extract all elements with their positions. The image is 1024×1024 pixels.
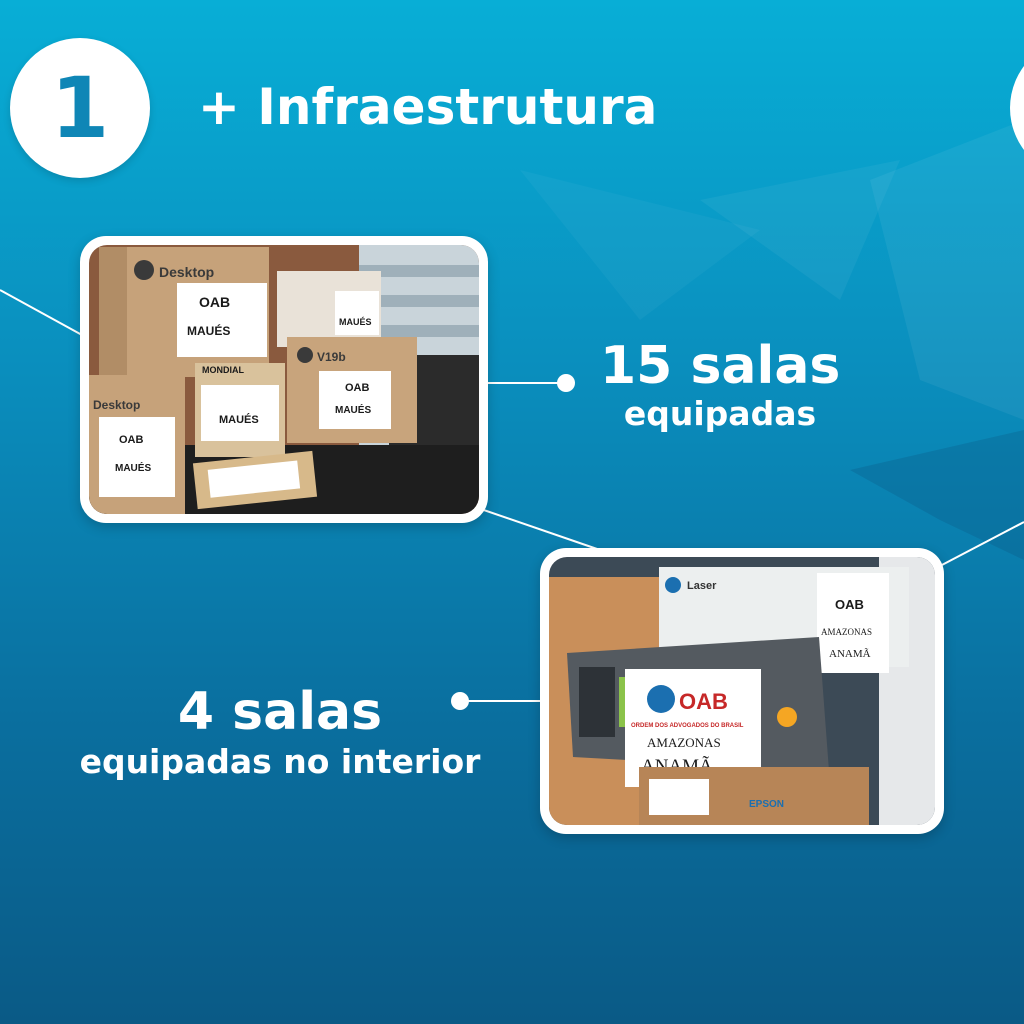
hp-logo — [134, 260, 154, 280]
connector-dot — [451, 692, 469, 710]
section-title: + Infraestrutura — [198, 78, 658, 136]
stat-rooms-equipped: 15 salas equipadas — [600, 338, 840, 434]
box-city-text-3: MAUÉS — [219, 413, 259, 426]
connector-dot — [557, 374, 575, 392]
label-state-text: AMAZONAS — [647, 735, 721, 750]
box-model-text: V19b — [317, 350, 346, 364]
label-logo-text: OAB — [679, 689, 728, 714]
photo-equipment-boxes: Desktop OAB MAUÉS MAUÉS MONDIAL MAUÉS V1… — [80, 236, 488, 523]
box-city-text-5: MAUÉS — [115, 461, 151, 474]
side-logo-text: OAB — [835, 597, 864, 612]
boxes-illustration: Desktop OAB MAUÉS MAUÉS MONDIAL MAUÉS V1… — [89, 245, 479, 514]
bg-shard — [520, 170, 760, 320]
box-city-text-4: MAUÉS — [335, 403, 371, 416]
stat-caption: equipadas — [623, 394, 817, 433]
stat-value: 15 salas — [600, 336, 841, 396]
label-org-text: ORDEM DOS ADVOGADOS DO BRASIL — [631, 723, 744, 729]
photo-printer-image: Laser OAB AMAZONAS ANAMÃ OAB ORDEM DOS A… — [549, 557, 935, 825]
photo-boxes-image: Desktop OAB MAUÉS MAUÉS MONDIAL MAUÉS V1… — [89, 245, 479, 514]
side-state-text: AMAZONAS — [821, 627, 872, 637]
photo-printer-boxes: Laser OAB AMAZONAS ANAMÃ OAB ORDEM DOS A… — [540, 548, 944, 834]
stat-rooms-interior: 4 salas equipadas no interior — [50, 684, 510, 784]
step-number: 1 — [50, 59, 110, 157]
connector-line — [0, 289, 83, 336]
box-logo-text: OAB — [199, 294, 230, 310]
oab-logo-icon — [647, 685, 675, 713]
hp-logo — [665, 577, 681, 593]
bg-shard — [870, 120, 1024, 420]
product-badge-icon — [777, 707, 797, 727]
connector-line — [477, 507, 601, 551]
bg-shard — [700, 160, 900, 300]
step-number-badge: 1 — [10, 38, 150, 178]
bg-shard — [850, 430, 1024, 560]
box-other-text: MONDIAL — [202, 365, 244, 375]
box-city-text: MAUÉS — [187, 323, 230, 338]
box-logo-text-2: OAB — [345, 382, 370, 394]
side-city-text: ANAMÃ — [829, 648, 871, 660]
box-logo-text-3: OAB — [119, 434, 144, 446]
stat-caption: equipadas no interior — [79, 742, 481, 781]
box-brand-text: Desktop — [159, 264, 214, 280]
box-brand-text-2: Desktop — [93, 398, 140, 412]
stat-value: 4 salas — [177, 682, 383, 742]
printer-brand-text: Laser — [687, 580, 717, 592]
box-city-text-2: MAUÉS — [339, 317, 372, 327]
connector-line — [939, 521, 1024, 567]
printer-illustration: Laser OAB AMAZONAS ANAMÃ OAB ORDEM DOS A… — [549, 557, 935, 825]
hp-logo — [297, 347, 313, 363]
lower-brand-text: EPSON — [749, 799, 784, 810]
